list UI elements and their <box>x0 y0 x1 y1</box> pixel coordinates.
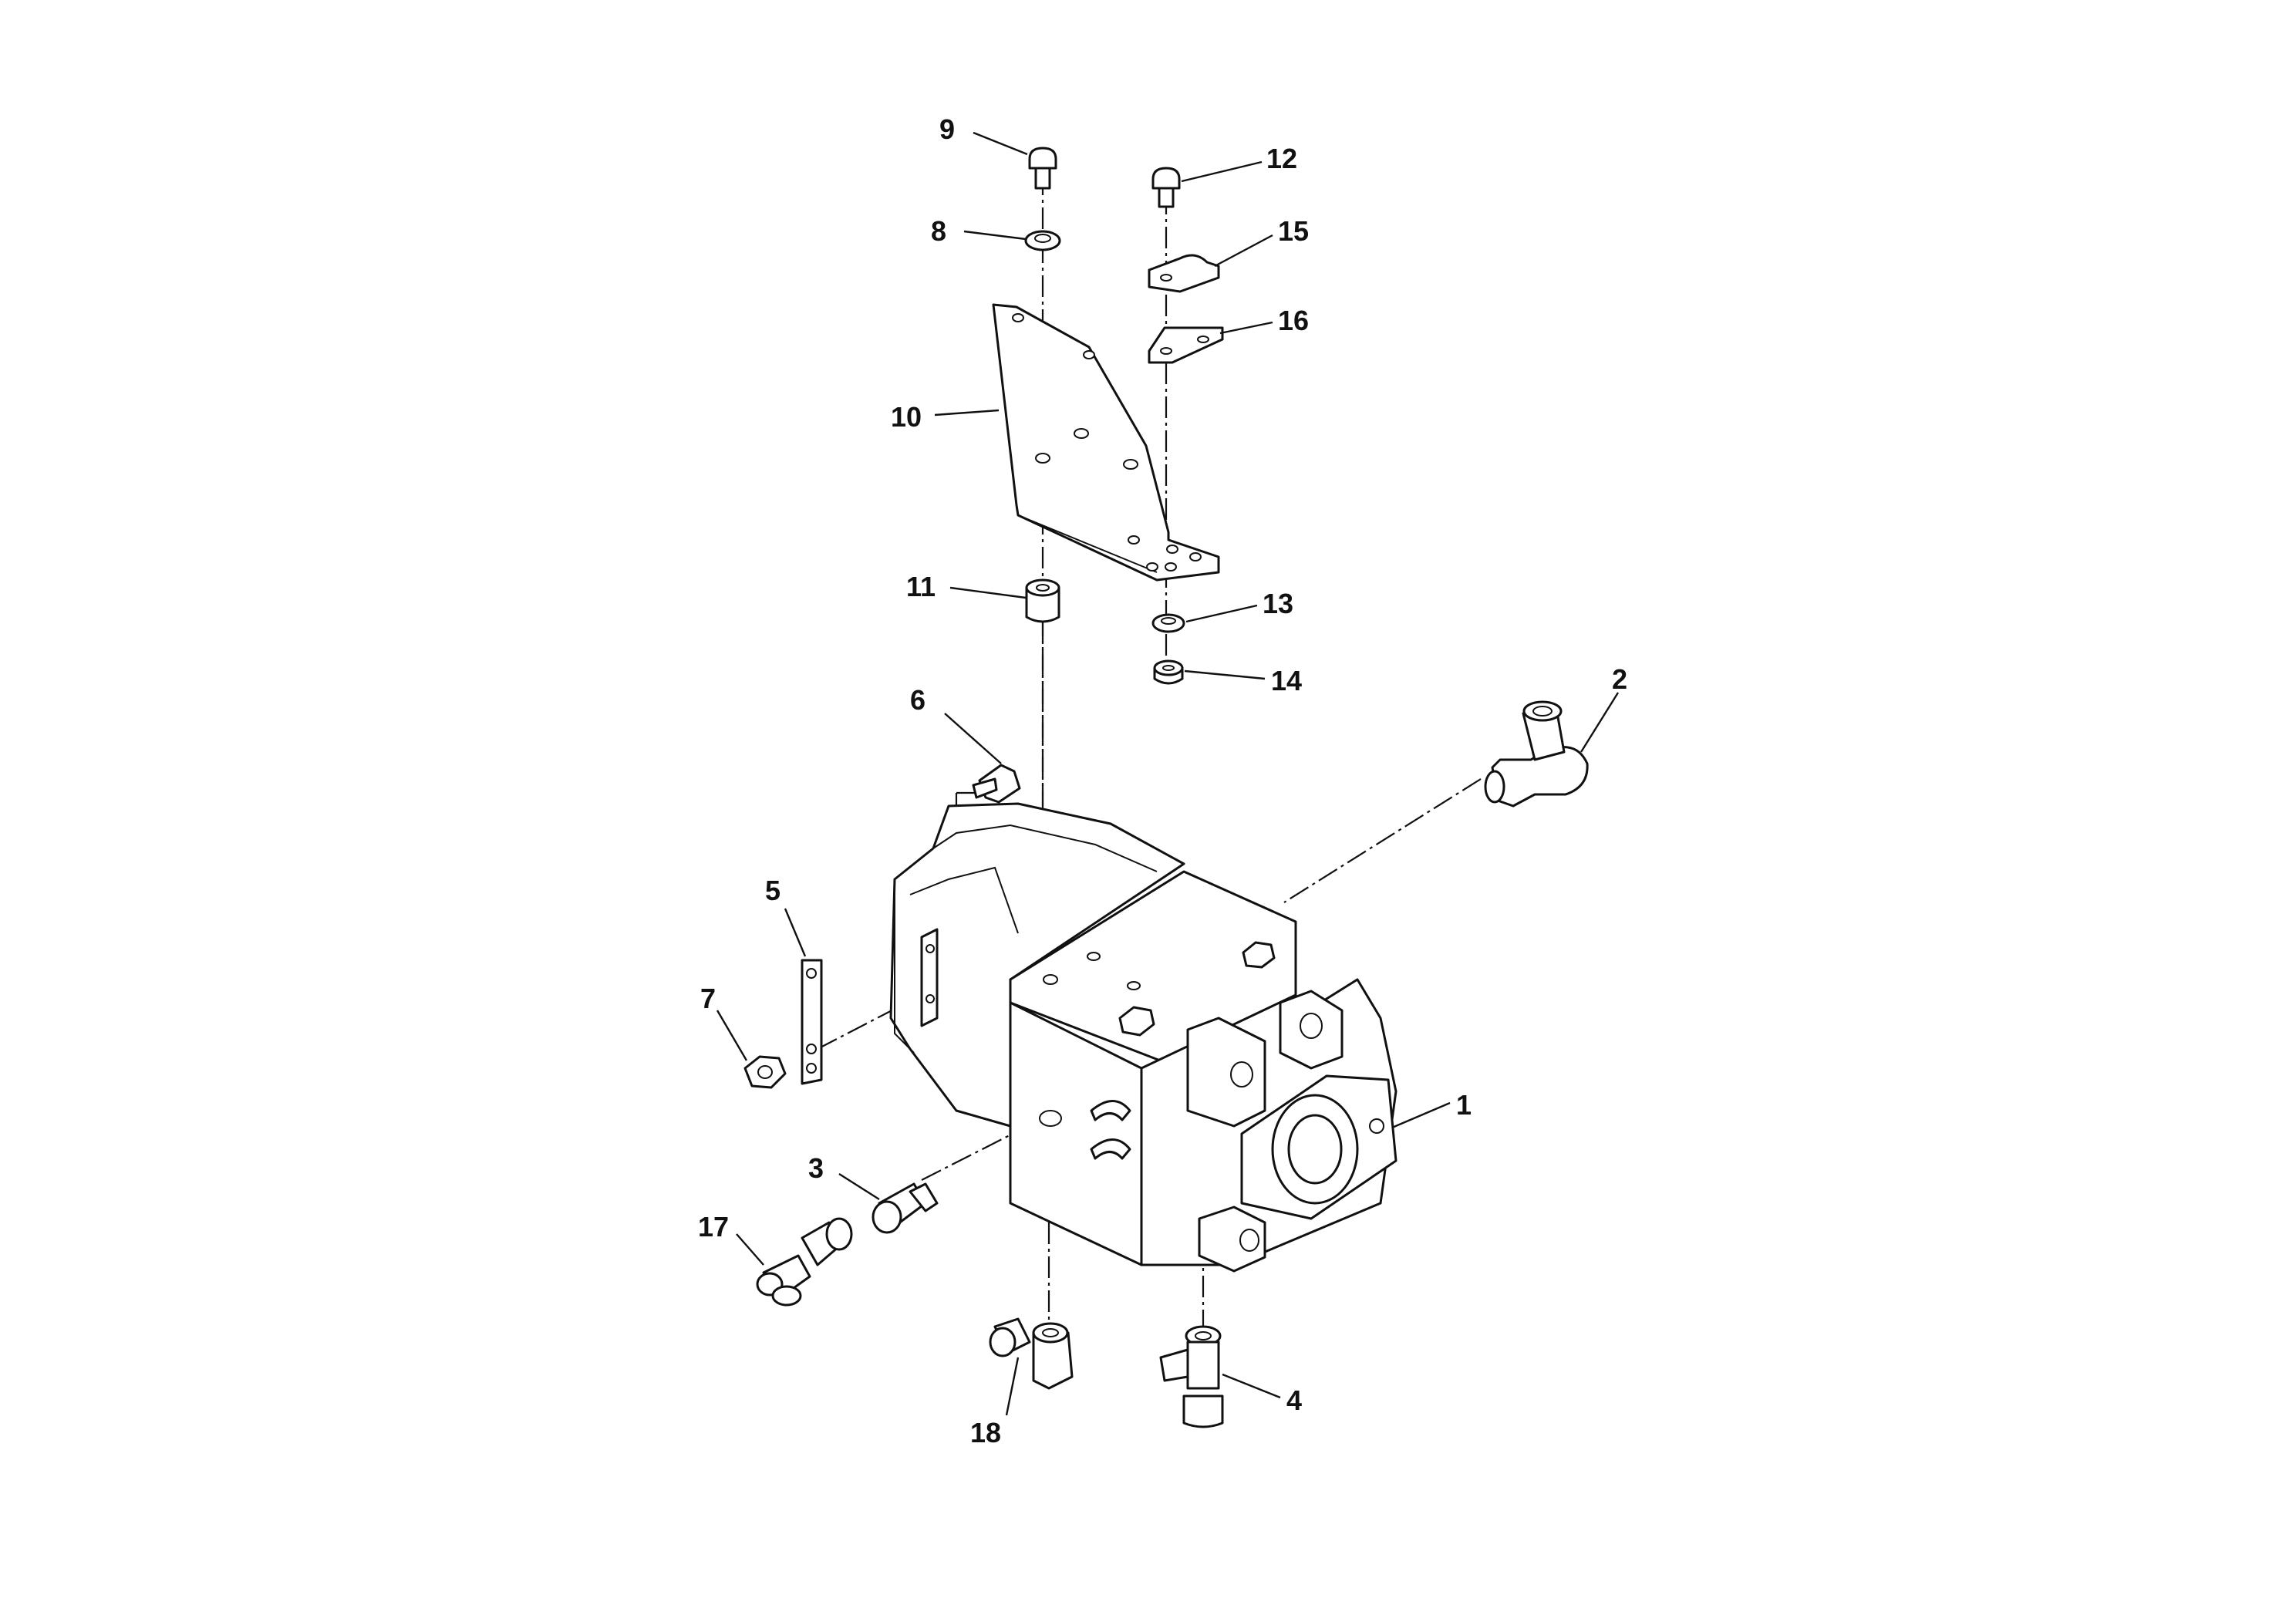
callout-11: 11 <box>906 571 936 602</box>
callout-6: 6 <box>910 684 925 716</box>
leader-lines <box>716 131 1620 1416</box>
part-11-spacer <box>1025 578 1060 623</box>
part-15-clamp <box>1148 254 1220 293</box>
callout-9: 9 <box>939 113 955 145</box>
callout-12: 12 <box>1266 143 1297 174</box>
callout-14: 14 <box>1271 665 1302 696</box>
part-4-tee-fitting <box>1159 1325 1224 1428</box>
callout-labels: 9 8 10 11 12 15 16 13 14 6 2 1 5 7 3 17 … <box>698 113 1627 1448</box>
callout-10: 10 <box>891 401 922 433</box>
part-13-washer <box>1151 613 1185 633</box>
callout-8: 8 <box>931 215 946 247</box>
callout-5: 5 <box>765 875 781 906</box>
part-1-pump-body <box>889 802 1397 1273</box>
part-10-bracket <box>992 303 1220 582</box>
part-5-strap <box>801 959 823 1085</box>
callout-15: 15 <box>1278 215 1309 247</box>
part-18-elbow <box>989 1317 1074 1390</box>
part-14-nut <box>1153 659 1184 685</box>
callout-18: 18 <box>970 1417 1001 1448</box>
callout-3: 3 <box>808 1152 824 1184</box>
part-8-washer <box>1024 230 1061 251</box>
callout-4: 4 <box>1286 1384 1302 1416</box>
callout-13: 13 <box>1263 588 1293 619</box>
callout-17: 17 <box>698 1211 729 1243</box>
callout-1: 1 <box>1456 1089 1472 1121</box>
part-16-plate <box>1148 326 1224 364</box>
part-2-elbow-fitting <box>1484 700 1589 808</box>
part-12-bolt <box>1151 167 1181 208</box>
part-3-adapter <box>872 1182 939 1234</box>
callout-2: 2 <box>1612 663 1627 695</box>
part-9-bolt <box>1028 147 1057 190</box>
part-7-nut <box>743 1055 787 1089</box>
callout-7: 7 <box>700 983 716 1014</box>
part-17-elbow <box>756 1217 853 1307</box>
part-6-bolt <box>972 764 1021 804</box>
callout-16: 16 <box>1278 305 1309 336</box>
